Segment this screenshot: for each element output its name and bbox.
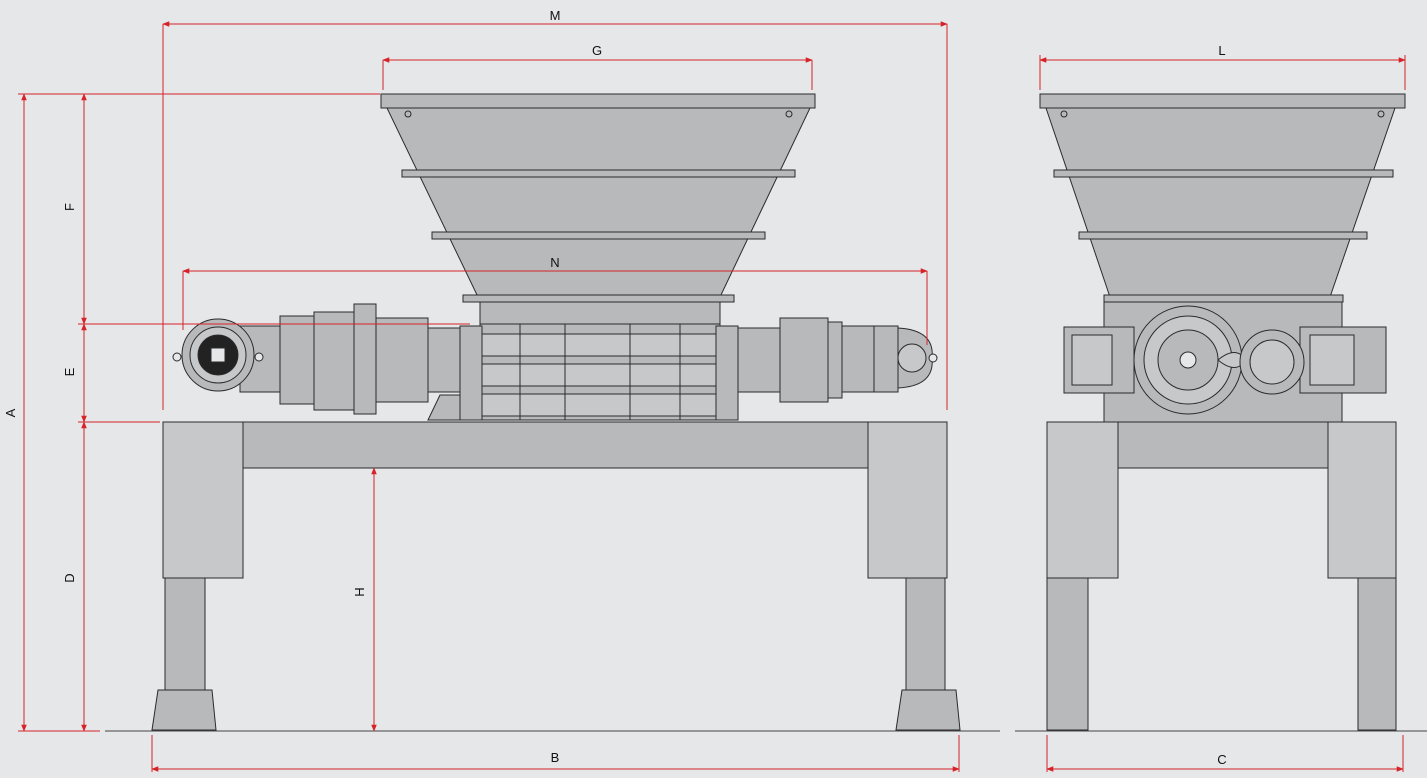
bolt-hole — [172, 352, 182, 362]
side-view: L C — [1015, 43, 1427, 772]
side-stand-left-upper — [1046, 421, 1119, 579]
chamber-left-plate — [459, 325, 483, 421]
side-stand-right-upper — [1327, 421, 1397, 579]
stand-front — [151, 421, 961, 731]
dim-label-D: D — [62, 573, 77, 582]
chamber-rail-2 — [479, 363, 721, 387]
dimensions-front — [18, 21, 960, 772]
side-hopper-band-2 — [1078, 231, 1368, 240]
stand-right-foot — [895, 689, 961, 731]
bolt-hole — [1377, 110, 1385, 118]
right-coupling — [873, 325, 899, 393]
stand-left-foot — [151, 689, 217, 731]
dim-label-H: H — [352, 587, 367, 596]
hopper-neck — [479, 301, 721, 325]
right-gearbox-flange — [827, 321, 843, 399]
hopper-body — [386, 107, 811, 298]
right-gearbox-a — [779, 317, 829, 403]
dim-label-E: E — [62, 367, 77, 376]
bolt-hole — [254, 352, 264, 362]
left-drive — [172, 303, 461, 415]
cutting-chamber-front — [427, 323, 739, 421]
right-gearbox-b — [841, 325, 875, 393]
front-view: M G N A F E D H B — [3, 8, 1000, 772]
hopper-front — [380, 93, 816, 325]
bolt-hole — [1060, 110, 1068, 118]
side-hopper-band-1 — [1053, 169, 1394, 178]
dim-label-C: C — [1217, 752, 1226, 767]
dim-label-A: A — [3, 408, 18, 417]
dimensions-side — [1039, 55, 1406, 772]
right-bearing — [737, 327, 781, 393]
chamber-right-plate — [715, 325, 739, 421]
right-motor-cover — [897, 343, 927, 373]
hopper-side — [1039, 93, 1406, 303]
chamber-rail-1 — [479, 333, 721, 357]
side-gear-hub — [1179, 351, 1197, 369]
hopper-band-1 — [401, 169, 796, 178]
dim-label-F: F — [62, 203, 77, 211]
left-gearbox-a — [279, 315, 315, 405]
bolt-hole — [404, 110, 412, 118]
dim-label-B: B — [551, 750, 560, 765]
bolt-hole — [928, 353, 938, 363]
side-right-motor-cover — [1309, 334, 1355, 386]
left-gearbox-b — [313, 311, 355, 411]
bolt-hole — [785, 110, 793, 118]
stand-top-beam — [162, 421, 948, 469]
stand-right-upper — [867, 421, 948, 579]
hopper-rim — [380, 93, 816, 109]
side-housing — [1063, 301, 1387, 423]
side-coupling-inner — [1249, 339, 1295, 385]
side-hopper-flange — [1103, 294, 1344, 303]
hopper-flange — [462, 294, 735, 303]
hopper-band-2 — [431, 231, 766, 240]
dim-label-M: M — [550, 8, 561, 23]
right-drive — [737, 317, 938, 403]
left-bearing — [427, 327, 461, 393]
stand-left-upper — [162, 421, 244, 579]
left-gearbox-flange — [353, 303, 377, 415]
side-hopper-body — [1045, 107, 1396, 298]
side-hopper-rim — [1039, 93, 1406, 109]
chamber-rail-3 — [479, 393, 721, 417]
side-left-motor-cover — [1071, 334, 1113, 386]
left-gearbox-c — [375, 317, 429, 403]
left-motor-shaft — [210, 347, 226, 363]
stand-side — [1046, 421, 1397, 731]
dim-label-G: G — [592, 43, 602, 58]
dim-label-N: N — [550, 255, 559, 270]
dim-label-L: L — [1218, 43, 1225, 58]
